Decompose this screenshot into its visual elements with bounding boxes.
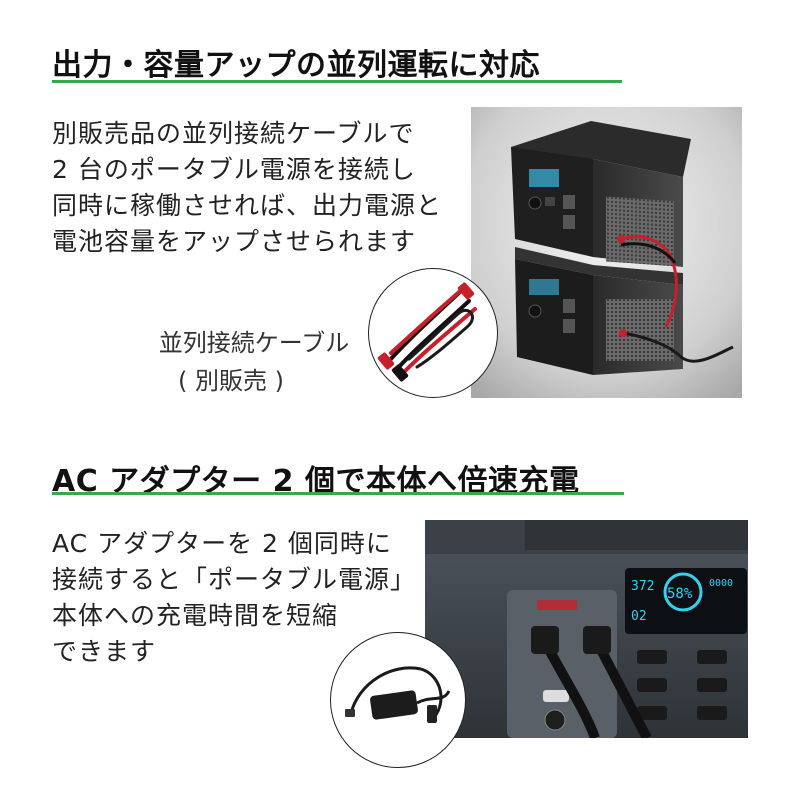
section2-line-4: できます xyxy=(52,637,157,666)
section2-line-2: 接続すると「ポータブル電源」 xyxy=(52,565,417,594)
section1-line-1: 別販売品の並列接続ケーブルで xyxy=(52,119,415,148)
stacked-power-stations-image xyxy=(471,107,742,398)
section2-line-1: AC アダプターを 2 個同時に xyxy=(52,529,392,558)
display-output: 0000 xyxy=(709,578,733,589)
display-percent: 58% xyxy=(667,586,693,602)
cable-note: ( 別販売 ) xyxy=(178,367,284,395)
section1-line-3: 同時に稼働させれば、出力電源と xyxy=(52,191,443,220)
section2-underline xyxy=(52,492,624,495)
display-power-in: 372 xyxy=(631,579,654,594)
cable-label: 並列接続ケーブル xyxy=(158,329,350,357)
section1-line-4: 電池容量をアップさせられます xyxy=(52,227,417,256)
display-time-left: 02 xyxy=(631,609,647,624)
section2-line-3: 本体への充電時間を短縮 xyxy=(52,601,339,630)
section1-heading: 出力・容量アップの並列運転に対応 xyxy=(52,48,540,83)
power-station-closeup-image: 58% 372 02 0000 xyxy=(425,520,748,738)
ac-adapter-image xyxy=(330,632,466,768)
section1-line-2: 2 台のポータブル電源を接続し xyxy=(52,155,416,184)
section1-underline xyxy=(52,80,622,83)
parallel-cable-image xyxy=(368,268,498,398)
